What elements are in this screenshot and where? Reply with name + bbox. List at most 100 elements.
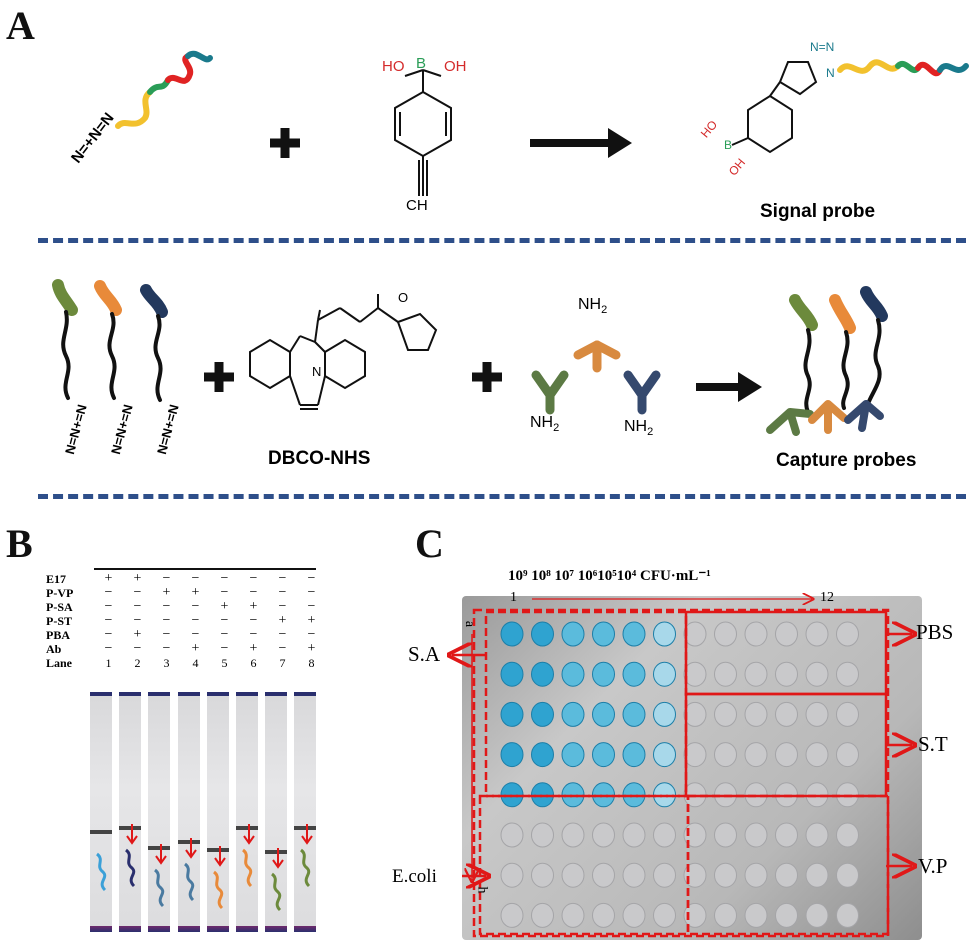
plate-well: [653, 862, 676, 888]
antibody-orange: [573, 340, 621, 373]
plate-well: [500, 742, 524, 768]
pba-boron-label: B: [416, 55, 427, 72]
plate-well: [775, 822, 798, 848]
plate-well: [592, 621, 615, 647]
condition-cell: +: [220, 599, 229, 614]
condition-cell: −: [278, 585, 287, 600]
concentration-header: 10⁹ 10⁸ 10⁷ 10⁶10⁵10⁴ CFU·mL⁻¹: [508, 568, 711, 584]
gel-band: [265, 850, 288, 854]
row-end-label: h: [474, 886, 490, 894]
gel-band: [177, 840, 200, 844]
plate-well: [836, 621, 859, 647]
condition-cell: −: [104, 627, 113, 642]
plate-well: [683, 742, 707, 768]
plate-well: [653, 661, 676, 687]
plus-icon: [472, 362, 502, 392]
condition-cell: −: [162, 599, 171, 614]
plate-well: [714, 862, 737, 888]
plate-well: [561, 621, 585, 647]
plate-well: [531, 701, 554, 727]
lane-top-edge: [294, 692, 317, 696]
lane-label: Lane: [46, 656, 73, 670]
probe-squiggle-icon: [210, 870, 228, 915]
panel-c-letter: C: [415, 521, 444, 566]
condition-cell: −: [278, 641, 287, 656]
condition-label: P-ST: [46, 614, 73, 628]
plate-well: [653, 902, 676, 928]
capture-probes-structure: [766, 286, 888, 436]
plate-well: [500, 862, 524, 888]
plate-well: [744, 742, 768, 768]
plate-well: [531, 902, 554, 928]
condition-cell: −: [249, 585, 258, 600]
lane-condition-table: E17++−−−−−−P-VP−−++−−−−P-SA−−−−++−−P-ST−…: [46, 571, 326, 671]
signal-probe-label: Signal probe: [760, 201, 876, 222]
gel-lane: [236, 692, 258, 932]
plate-well: [714, 701, 737, 727]
lane-top-edge: [119, 692, 142, 696]
lane-number: 4: [192, 656, 199, 670]
label-sa: S.A: [408, 642, 441, 666]
condition-cell: −: [104, 613, 113, 628]
gel-lane: [206, 692, 229, 932]
condition-cell: −: [162, 571, 171, 586]
plate-well: [775, 862, 798, 888]
lane-top-edge: [236, 692, 258, 696]
triazole-n2-label: N: [826, 66, 835, 80]
capture-probes-label: Capture probes: [776, 450, 917, 471]
box-outer: [472, 608, 890, 938]
plate-well: [775, 902, 798, 928]
nh2-right-label: NH2: [624, 418, 653, 438]
box-pbs: [684, 610, 888, 696]
plate-well: [531, 822, 554, 848]
condition-cell: −: [104, 585, 113, 600]
plate-well: [561, 862, 585, 888]
plate-well: [592, 701, 615, 727]
condition-cell: −: [162, 627, 171, 642]
plate-well: [592, 661, 615, 687]
aptamer-strand-navy: [140, 284, 168, 402]
plate-well: [531, 862, 554, 888]
condition-cell: −: [133, 599, 142, 614]
plate-well: [531, 661, 554, 687]
signal-probe-structure: [731, 61, 818, 154]
plate-well: [622, 661, 646, 687]
plate-well: [653, 822, 676, 848]
gel-lane: [265, 692, 288, 932]
plate-well: [683, 902, 707, 928]
dbco-nhs-label: DBCO-NHS: [268, 448, 371, 469]
plate-well: [592, 822, 615, 848]
label-st: S.T: [918, 732, 948, 756]
gel-band: [119, 826, 142, 830]
condition-row: P-ST−−−−−−++: [46, 613, 326, 629]
plate-well: [683, 621, 707, 647]
condition-cell: −: [307, 627, 316, 642]
plate-well: [592, 862, 615, 888]
plate-well: [622, 822, 646, 848]
condition-label: PBA: [46, 628, 70, 642]
plate-well: [805, 902, 829, 928]
panel-a-letter: A: [6, 3, 35, 48]
lane-number: 1: [105, 656, 112, 670]
condition-row: P-VP−−++−−−−: [46, 585, 326, 601]
condition-label: Ab: [46, 642, 62, 656]
nh2-left-label: NH2: [530, 414, 559, 434]
plate-well: [744, 621, 768, 647]
signal-probe-dna: [837, 59, 969, 77]
gel-lane: [119, 692, 142, 932]
label-pbs: PBS: [916, 620, 954, 644]
plate-well: [775, 621, 798, 647]
box-ecoli: [478, 794, 690, 936]
plate-well: [836, 742, 859, 768]
row-start-label: a: [462, 620, 478, 628]
nh2-top-text: NH: [578, 296, 602, 313]
plate-well: [775, 701, 798, 727]
plate-well: [622, 742, 646, 768]
condition-cell: +: [249, 641, 258, 656]
plate-well: [836, 902, 859, 928]
condition-label: P-SA: [46, 600, 73, 614]
plate-well: [683, 701, 707, 727]
pba-oh-label: OH: [444, 58, 467, 75]
